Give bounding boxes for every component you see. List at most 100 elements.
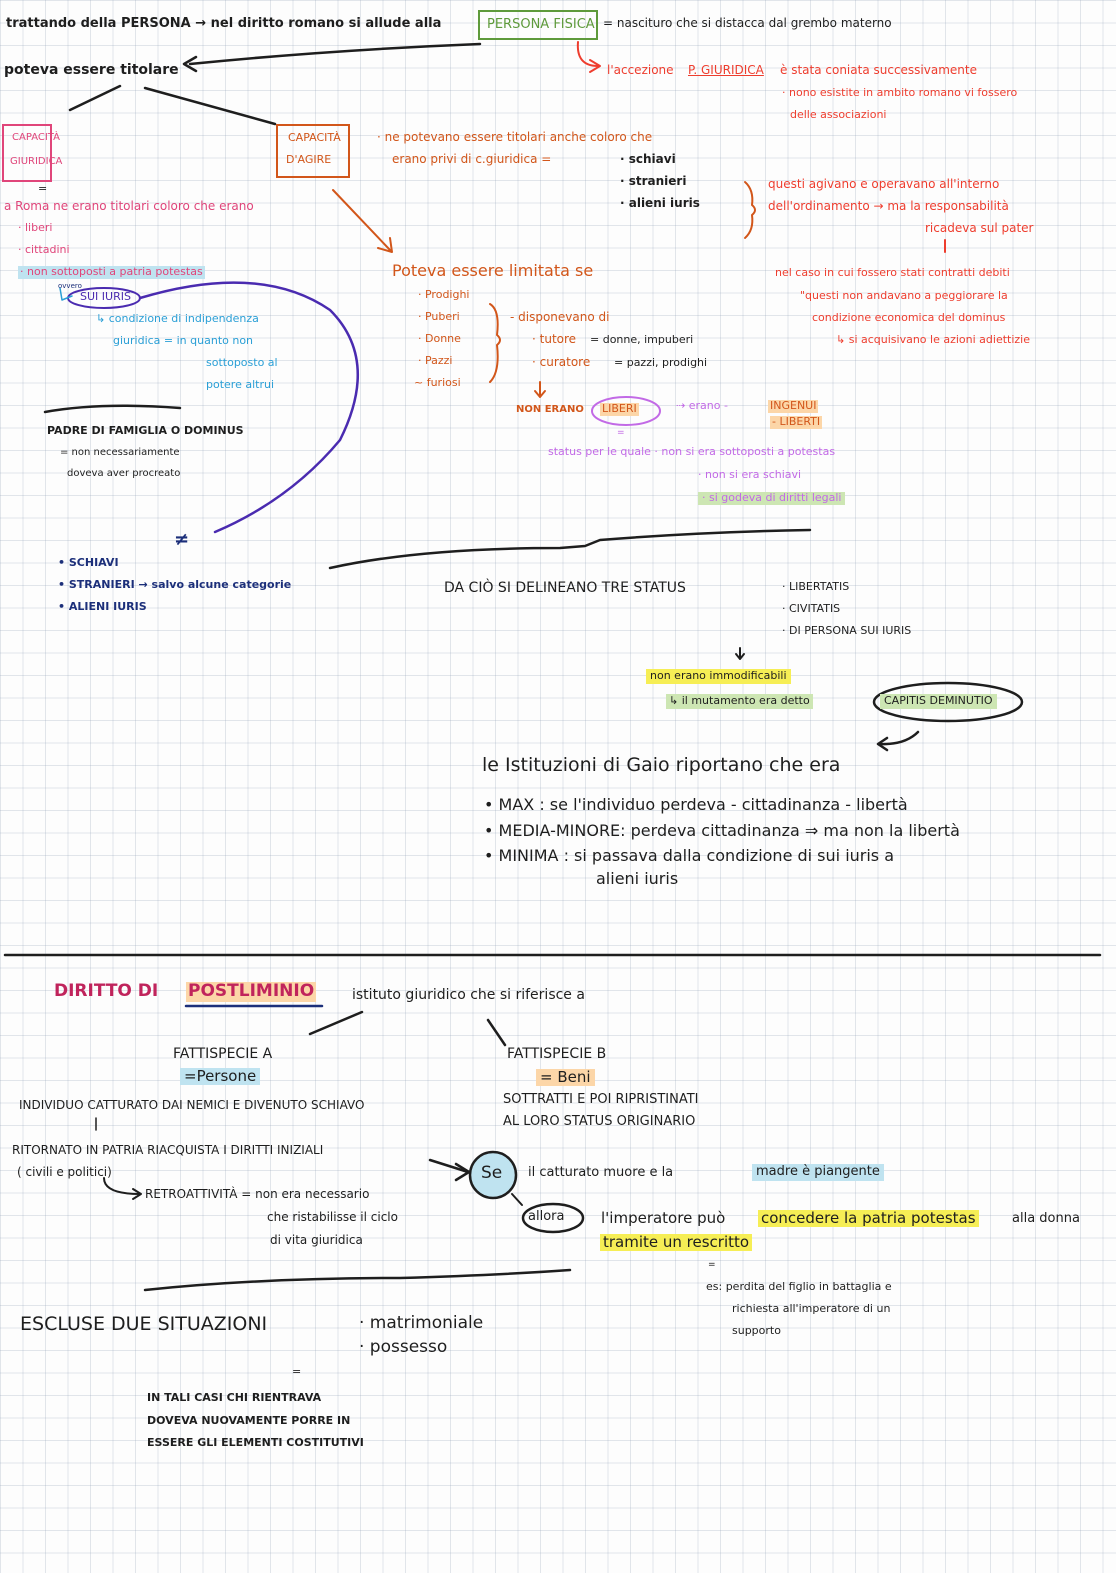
escluse-eq: = (292, 1365, 302, 1378)
capitis-deminutio: CAPITIS DEMINUTIO (880, 694, 997, 709)
fattispecie-b: FATTISPECIE B (507, 1046, 607, 1062)
in-tali-3: ESSERE GLI ELEMENTI COSTITUTIVI (147, 1436, 364, 1449)
roma-cittadini: · cittadini (18, 243, 70, 256)
note-eq: = (708, 1260, 716, 1270)
curatore-eq: = pazzi, prodighi (614, 356, 708, 369)
padre-line3: doveva aver procreato (67, 468, 181, 479)
blue-list-stranieri-text: STRANIERI → salvo alcune categorie (68, 578, 292, 591)
roma-non-sottoposti: · non sottoposti a patria potestas (18, 265, 205, 279)
nascituro-text: = nascituro che si distacca dal grembo m… (603, 16, 892, 30)
padre-line1: PADRE DI FAMIGLIA O DOMINUS (47, 424, 244, 437)
in-tali-1: IN TALI CASI CHI RIENTRAVA (147, 1391, 322, 1404)
status-line1: status per le quale · non si era sottopo… (548, 445, 836, 458)
gaio-minima: • MINIMA : si passava dalla condizione d… (484, 846, 895, 865)
capacita-giuridica-l2: GIURIDICA (10, 156, 63, 167)
retro-1: RETROATTIVITÀ = non era necessario (145, 1187, 370, 1201)
status-line2: · non si era schiavi (698, 468, 802, 481)
nel-caso-1: nel caso in cui fossero stati contratti … (775, 266, 1010, 279)
retro-2: che ristabilisse il ciclo (267, 1210, 398, 1224)
nel-caso-4: ↳ si acquisivano le azioni adiettizie (836, 333, 1031, 346)
tutore-eq: = donne, impuberi (590, 333, 694, 346)
roma-line: a Roma ne erano titolari coloro che eran… (4, 199, 254, 213)
mutamento-text: ↳ il mutamento era detto (666, 694, 813, 709)
limitata-donne: · Donne (418, 332, 461, 345)
sui-iuris: SUI IURIS (80, 290, 131, 303)
intro-line: trattando della PERSONA → nel diritto ro… (6, 16, 442, 31)
liberti: - LIBERTI (770, 415, 823, 429)
non-erano: NON ERANO (516, 404, 584, 415)
diritto-heading: DIRITTO DI (54, 981, 159, 1001)
limitata-heading: Poteva essere limitata se (392, 261, 594, 280)
blue-list-alieni-text: ALIENI IURIS (68, 600, 147, 613)
persona-fisica-label: PERSONA FISICA (487, 17, 595, 32)
limitata-prodighi: · Prodighi (418, 288, 470, 301)
accezione-pre: l'accezione (607, 63, 674, 77)
retro-3: di vita giuridica (270, 1233, 363, 1247)
status-line3: · si godeva di diritti legali (698, 491, 846, 505)
beni-label: = Beni (536, 1068, 595, 1087)
allora-text-3: alla donna (1012, 1211, 1080, 1226)
agire-list-alieni: · alieni iuris (620, 196, 700, 210)
ritornato-1: RITORNATO IN PATRIA RIACQUISTA I DIRITTI… (12, 1143, 324, 1157)
in-tali-2: DOVEVA NUOVAMENTE PORRE IN (147, 1414, 351, 1427)
poteva-titolare: poteva essere titolare (4, 62, 179, 78)
status-sui-iuris: · DI PERSONA SUI IURIS (782, 624, 912, 637)
limitata-puberi: · Puberi (418, 310, 460, 323)
gaio-max: • MAX : se l'individuo perdeva - cittadi… (484, 795, 908, 814)
note-3: supporto (732, 1324, 781, 1337)
persona-fisica-box: PERSONA FISICA (478, 10, 598, 40)
agivano-1: questi agivano e operavano all'interno (768, 177, 1000, 191)
capacita-giuridica-l1: CAPACITÀ (12, 132, 60, 143)
gaio-heading: le Istituzioni di Gaio riportano che era (482, 754, 841, 776)
se-text-1: il catturato muore e la (528, 1165, 674, 1180)
p-giuridica: P. GIURIDICA (688, 63, 764, 77)
sottratti-2: AL LORO STATUS ORIGINARIO (503, 1114, 696, 1129)
gaio-minima-text: MINIMA : si passava dalla condizione di … (498, 846, 895, 865)
status-civitatis: · CIVITATIS (782, 602, 841, 615)
gaio-media-text: MEDIA-MINORE: perdeva cittadinanza ⇒ ma … (498, 821, 960, 840)
ovvero-label: ovvero (58, 282, 82, 290)
accezione-post: è stata coniata successivamente (780, 63, 977, 77)
allora-text-2: concedere la patria potestas (758, 1209, 979, 1228)
condizione-3: sottoposto al (206, 356, 278, 369)
ingenui: INGENUI (768, 399, 819, 413)
blue-list-schiavi-text: SCHIAVI (68, 556, 119, 569)
fattispecie-a: FATTISPECIE A (173, 1046, 273, 1062)
capacita-agire-l1: CAPACITÀ (288, 131, 341, 144)
limitata-furiosi: ~ furiosi (414, 376, 461, 389)
istituto-text: istituto giuridico che si riferisce a (352, 987, 585, 1003)
accezione-line3: delle associazioni (790, 108, 887, 121)
disponevano: - disponevano di (510, 310, 610, 324)
gaio-max-text: MAX : se l'individuo perdeva - cittadina… (498, 795, 908, 814)
postliminio-heading: POSTLIMINIO (186, 981, 317, 1002)
curatore: · curatore (532, 355, 591, 369)
condizione-1: ↳ condizione di indipendenza (96, 312, 259, 325)
blue-list-alieni: • ALIENI IURIS (58, 600, 147, 613)
liberi-label: LIBERI (600, 402, 639, 416)
agire-line2: erano privi di c.giuridica = (392, 152, 552, 166)
allora-label: allora (528, 1209, 565, 1224)
se-label: Se (481, 1163, 503, 1183)
accezione-line2: · nono esistite in ambito romano vi foss… (782, 86, 1018, 99)
condizione-2: giuridica = in quanto non (113, 334, 254, 347)
gaio-cont: alieni iuris (596, 869, 679, 888)
equals-small: = (38, 182, 48, 195)
agire-list-stranieri: · stranieri (620, 174, 687, 188)
gaio-media: • MEDIA-MINORE: perdeva cittadinanza ⇒ m… (484, 821, 960, 840)
erano-arrow: ⇢ erano - (676, 399, 728, 412)
sottratti-1: SOTTRATTI E POI RIPRISTINATI (503, 1092, 699, 1107)
note-1: es: perdita del figlio in battaglia e (706, 1280, 892, 1293)
neq-sign: ≠ (174, 529, 190, 550)
escluse-matrimoniale: · matrimoniale (359, 1313, 484, 1333)
note-2: richiesta all'imperatore di un (732, 1302, 891, 1315)
capacita-agire-l2: D'AGIRE (286, 153, 332, 166)
nel-caso-2: "questi non andavano a peggiorare la (800, 289, 1008, 302)
capacita-agire-box: CAPACITÀ D'AGIRE (276, 124, 350, 178)
nel-caso-3: condizione economica del dominus (812, 311, 1006, 324)
liberi-eq: = (617, 428, 625, 438)
agire-line1: · ne potevano essere titolari anche colo… (377, 130, 653, 144)
status-libertatis: · LIBERTATIS (782, 580, 850, 593)
agivano-2: dell'ordinamento → ma la responsabilità (768, 199, 1009, 213)
da-cio: DA CIÒ SI DELINEANO TRE STATUS (444, 580, 686, 596)
